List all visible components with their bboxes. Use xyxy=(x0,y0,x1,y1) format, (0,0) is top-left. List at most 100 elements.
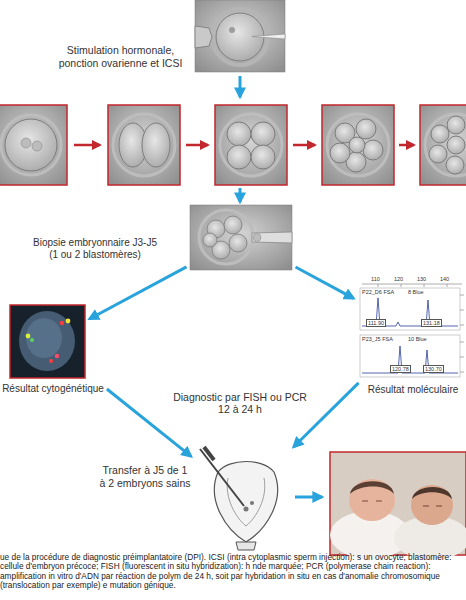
icsi-photo xyxy=(195,0,285,72)
illustration-part xyxy=(412,487,452,499)
illustration-part xyxy=(447,136,465,154)
illustration-part xyxy=(362,501,368,502)
illustration-part xyxy=(436,506,442,507)
peak-size-box: 131.18 xyxy=(421,319,442,327)
illustration-part xyxy=(227,145,251,169)
illustration-part xyxy=(214,462,277,543)
chart-label: 110 xyxy=(371,276,380,282)
illustration-part xyxy=(229,27,235,33)
peak-size-box: 120.78 xyxy=(390,365,411,373)
illustration-part xyxy=(10,305,85,378)
illustration-part xyxy=(446,156,464,174)
illustration-part xyxy=(401,284,402,287)
illustration-part xyxy=(360,335,460,377)
illustration-part xyxy=(203,233,217,247)
illustration-part xyxy=(215,105,287,185)
illustration-part xyxy=(1,115,61,175)
illustration-part xyxy=(227,478,265,526)
illustration-part xyxy=(5,119,57,171)
illustration-part xyxy=(251,122,275,146)
chart-label: 120 xyxy=(394,276,403,282)
illustration-part xyxy=(0,105,67,185)
illustration-part xyxy=(60,321,64,325)
illustration-part xyxy=(460,357,464,358)
transfer-drawing xyxy=(195,445,290,550)
chart-label: 130 xyxy=(417,276,426,282)
illustration-part xyxy=(21,138,31,148)
illustration-part xyxy=(229,234,247,252)
node-label: Transfer à J5 de 1 à 2 embryons sains xyxy=(95,464,195,489)
illustration-part xyxy=(55,354,59,358)
illustration-part xyxy=(32,141,42,151)
flow-arrow xyxy=(239,76,242,97)
image-node: Biopsie embryonnaire J3-J5 (1 ou 2 blast… xyxy=(190,205,292,270)
illustration-part xyxy=(252,34,285,39)
illustration-part xyxy=(204,447,214,460)
illustration-part xyxy=(251,145,275,169)
illustration-part xyxy=(349,137,365,153)
illustration-part xyxy=(195,0,285,72)
image-node: Transfer à J5 de 1 à 2 embryons sains xyxy=(195,445,290,550)
illustration-part xyxy=(376,501,382,502)
illustration-part xyxy=(424,284,425,287)
node-label: Résultat cytogénétique xyxy=(0,383,106,395)
node-label: Stimulation hormonale, ponction ovarienn… xyxy=(48,44,193,69)
illustration-part xyxy=(460,342,464,343)
illustration-part xyxy=(425,114,466,176)
illustration-part xyxy=(253,234,261,242)
illustration-part xyxy=(460,372,464,373)
illustration-part xyxy=(30,338,34,342)
illustration-part xyxy=(399,144,414,147)
illustration-part xyxy=(19,311,75,371)
flow-arrow xyxy=(89,267,186,319)
illustration-part xyxy=(330,143,350,163)
electropherogram xyxy=(358,280,466,380)
illustration-part xyxy=(113,114,175,176)
illustration-part xyxy=(236,542,256,550)
illustration-part xyxy=(186,144,208,147)
babies-photo xyxy=(330,452,466,560)
illustration-part xyxy=(423,506,429,507)
node-label: Biopsie embryonnaire J3-J5 (1 ou 2 blast… xyxy=(30,237,160,261)
illustration-part xyxy=(244,507,249,512)
embryo-photo-row xyxy=(0,105,466,185)
illustration-part xyxy=(200,449,244,506)
illustration-part xyxy=(26,334,31,339)
chart-label: P23_J5 FSA xyxy=(362,336,393,342)
illustration-part xyxy=(460,295,464,296)
flow-arrow xyxy=(295,496,322,499)
illustration-part xyxy=(447,284,448,287)
step-label: Diagnostic par FISH ou PCR 12 à 24 h xyxy=(170,391,310,415)
biopsy-photo xyxy=(190,205,292,270)
illustration-part xyxy=(224,216,242,234)
illustration-part xyxy=(66,319,71,324)
chart-label: P22_D6 FSA xyxy=(362,289,394,295)
node-label: Résultat moléculaire xyxy=(363,384,463,396)
illustration-part xyxy=(250,501,254,505)
illustration-part xyxy=(252,232,292,243)
illustration-part xyxy=(322,105,394,185)
illustration-part xyxy=(358,280,466,380)
illustration-part xyxy=(108,105,180,185)
flow-arrow xyxy=(239,188,242,202)
illustration-part xyxy=(460,325,464,326)
figure-caption: ue de la procédure de diagnostic préimpl… xyxy=(0,553,466,591)
peak-size-box: 111.90 xyxy=(366,319,386,327)
illustration-part xyxy=(378,284,379,287)
image-node: Stimulation hormonale, ponction ovarienn… xyxy=(195,0,285,72)
illustration-part xyxy=(360,288,460,330)
illustration-part xyxy=(220,114,282,176)
illustration-part xyxy=(356,119,376,139)
illustration-part xyxy=(362,346,458,373)
illustration-part xyxy=(26,318,62,358)
illustration-part xyxy=(227,122,251,146)
illustration-part xyxy=(420,105,466,185)
chart-label: 140 xyxy=(440,276,449,282)
illustration-part xyxy=(349,479,395,521)
chart-label: 8 Blue xyxy=(408,289,424,295)
illustration-part xyxy=(74,144,100,147)
illustration-part xyxy=(460,310,464,311)
